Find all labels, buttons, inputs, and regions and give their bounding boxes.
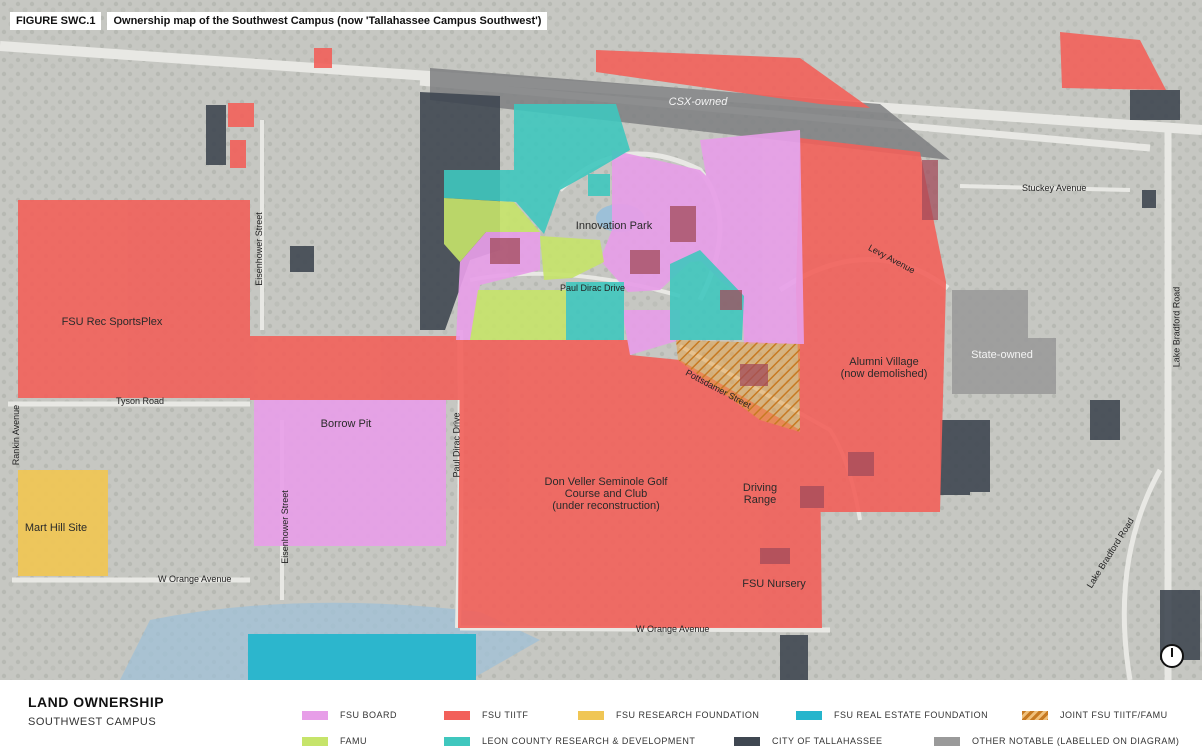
north-arrow-icon — [1160, 644, 1184, 668]
legend-subtitle: SOUTHWEST CAMPUS — [28, 716, 157, 728]
label-golf-course: Don Veller Seminole Golf Course and Club… — [544, 476, 668, 512]
legend-item-fsu-research-foundation: FSU RESEARCH FOUNDATION — [578, 710, 759, 720]
figure-id: FIGURE SWC.1 — [10, 12, 102, 30]
real-estate-foundation-parcel — [248, 634, 476, 680]
legend-swatch — [302, 736, 328, 746]
legend-item-fsu-board: FSU BOARD — [302, 710, 397, 720]
street-w-orange-south: W Orange Avenue — [636, 624, 710, 634]
street-eisenhower-north: Eisenhower Street — [253, 212, 264, 286]
legend-swatch — [302, 710, 328, 720]
legend-item-famu: FAMU — [302, 736, 367, 746]
famu-parcels — [444, 198, 604, 340]
figure-caption: Ownership map of the Southwest Campus (n… — [107, 12, 548, 30]
street-rankin-avenue: Rankin Avenue — [11, 404, 22, 466]
label-fsu-nursery: FSU Nursery — [742, 578, 806, 590]
street-eisenhower-south: Eisenhower Street — [279, 490, 290, 564]
joint-parcel — [676, 340, 800, 432]
city-parcels — [206, 90, 1200, 680]
label-state-owned: State-owned — [971, 349, 1033, 361]
label-innovation-park: Innovation Park — [575, 220, 653, 232]
legend-swatch — [734, 736, 760, 746]
legend-swatch — [1022, 710, 1048, 720]
legend-swatch — [934, 736, 960, 746]
street-tyson-road: Tyson Road — [116, 396, 165, 406]
buildings — [490, 160, 938, 564]
label-driving-range: Driving Range — [742, 482, 778, 506]
ownership-map[interactable]: FIGURE SWC.1 Ownership map of the Southw… — [0, 0, 1202, 680]
csx-owned-parcel — [430, 68, 950, 160]
label-alumni-village: Alumni Village (now demolished) — [840, 356, 928, 380]
legend-item-fsu-real-estate-foundation: FSU REAL ESTATE FOUNDATION — [796, 710, 988, 720]
label-borrow-pit: Borrow Pit — [320, 418, 372, 430]
legend-item-other: OTHER NOTABLE (LABELLED ON DIAGRAM) — [934, 736, 1179, 746]
state-owned-parcel — [952, 290, 1056, 394]
legend-item-fsu-titf: FSU TIITF — [444, 710, 528, 720]
fsu-titf-parcels — [18, 32, 1166, 628]
map-canvas — [0, 0, 1202, 680]
label-rec-sportsplex: FSU Rec SportsPlex — [61, 316, 163, 328]
street-w-orange-west: W Orange Avenue — [158, 574, 232, 584]
label-csx-owned: CSX-owned — [668, 96, 728, 108]
legend-swatch — [796, 710, 822, 720]
legend-title: LAND OWNERSHIP — [28, 694, 165, 710]
legend-item-joint: JOINT FSU TIITF/FAMU — [1022, 710, 1168, 720]
street-lake-bradford-north: Lake Bradford Road — [1171, 286, 1182, 368]
street-stuckey-avenue: Stuckey Avenue — [1022, 183, 1087, 193]
legend-item-leon-county: LEON COUNTY RESEARCH & DEVELOPMENT — [444, 736, 695, 746]
figure-title: FIGURE SWC.1 Ownership map of the Southw… — [10, 12, 548, 30]
leon-county-parcels — [444, 104, 744, 340]
legend-swatch — [444, 710, 470, 720]
street-paul-dirac-v: Paul Dirac Drive — [451, 412, 462, 478]
label-mart-hill: Mart Hill Site — [24, 522, 88, 534]
legend-item-city: CITY OF TALLAHASSEE — [734, 736, 883, 746]
mart-hill-parcel — [18, 470, 108, 576]
legend-swatch — [578, 710, 604, 720]
street-paul-dirac-h: Paul Dirac Drive — [560, 283, 626, 293]
legend-swatch — [444, 736, 470, 746]
